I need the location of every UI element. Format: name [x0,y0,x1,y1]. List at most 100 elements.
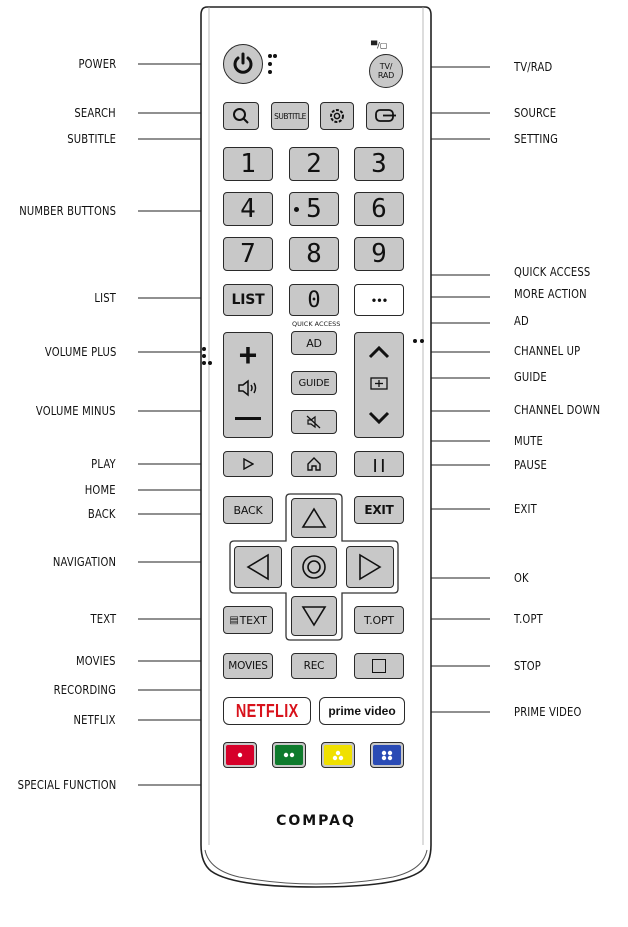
rec-button[interactable]: REC [291,653,337,679]
arrow-up-icon [301,507,327,528]
play-icon [243,458,254,470]
power-icon [233,52,253,74]
channel-down-icon[interactable] [367,411,391,425]
yellow-key-fill [324,745,352,765]
label-prime-video: PRIME VIDEO [514,704,582,719]
channel-up-icon[interactable] [367,345,391,359]
guide-button[interactable]: GUIDE [291,371,337,395]
netflix-logo: NETFLIX [235,700,299,721]
label-back: BACK [88,506,116,521]
arrow-down-icon [301,606,327,627]
ok-button[interactable] [291,546,337,588]
nav-right-button[interactable] [346,546,394,588]
tv-rad-button[interactable]: TV/ RAD [369,54,403,88]
blue-function-button[interactable] [370,742,404,768]
text-button[interactable]: ▤TEXT [223,606,273,634]
label-search: SEARCH [74,105,116,120]
number-button-6[interactable]: 6 [354,192,404,226]
nav-left-button[interactable] [234,546,282,588]
pause-button[interactable]: | | [354,451,404,477]
label-text: TEXT [90,611,116,626]
three-dots-icon [332,750,344,760]
netflix-button[interactable]: NETFLIX [223,697,311,725]
yellow-function-button[interactable] [321,742,355,768]
green-function-button[interactable] [272,742,306,768]
setting-button[interactable] [320,102,354,130]
more-action-button[interactable]: • • • [354,284,404,316]
label-pause: PAUSE [514,457,548,472]
label-netflix: NETFLIX [73,712,116,727]
search-button[interactable] [223,102,259,130]
prime-video-button[interactable]: prime video [319,697,405,725]
search-icon [233,108,249,124]
movies-button[interactable]: MOVIES [223,653,273,679]
label-source: SOURCE [514,105,557,120]
stop-button[interactable] [354,653,404,679]
green-key-fill [275,745,303,765]
label-play: PLAY [91,456,116,471]
ad-button[interactable]: AD [291,331,337,355]
tactile-dot [294,207,299,212]
number-button-8[interactable]: 8 [289,237,339,271]
number-button-7[interactable]: 7 [223,237,273,271]
label-power: POWER [78,56,116,71]
number-button-0[interactable]: 0 [289,284,339,316]
volume-dots [202,347,212,365]
volume-rocker[interactable]: + [223,332,273,438]
teletext-icon: ▤ [229,614,239,626]
label-setting: SETTING [514,131,559,146]
label-list: LIST [94,290,116,305]
back-button[interactable]: BACK [223,496,273,524]
label-movies: MOVIES [76,653,116,668]
label-volume-plus: VOLUME PLUS [44,344,116,359]
blue-key-fill [373,745,401,765]
quick-access-caption: QUICK ACCESS [292,320,341,328]
label-more-action: MORE ACTION [514,286,587,301]
label-number-buttons: NUMBER BUTTONS [19,203,116,218]
label-recording: RECORDING [53,682,116,697]
arrow-right-icon [359,553,382,581]
brand-logo: COMPAQ [276,813,356,829]
power-button[interactable] [223,44,263,84]
source-icon [375,109,396,122]
channel-dots [413,339,424,343]
one-dot-icon [237,752,243,758]
home-button[interactable] [291,451,337,477]
mute-button[interactable] [291,410,337,434]
label-home: HOME [85,482,116,497]
label-volume-minus: VOLUME MINUS [36,403,116,418]
arrow-left-icon [246,553,269,581]
play-button[interactable] [223,451,273,477]
label-special-function: SPECIAL FUNCTION [17,777,116,792]
exit-button[interactable]: EXIT [354,496,404,524]
label-channel-down: CHANNEL DOWN [514,402,601,417]
label-subtitle: SUBTITLE [67,131,116,146]
number-button-2[interactable]: 2 [289,147,339,181]
volume-minus-icon[interactable] [235,417,261,420]
ok-icon [302,555,326,579]
source-button[interactable] [366,102,404,130]
number-button-1[interactable]: 1 [223,147,273,181]
number-button-4[interactable]: 4 [223,192,273,226]
volume-plus-icon[interactable]: + [238,337,258,373]
stop-icon [372,659,386,673]
channel-list-icon [370,377,388,390]
two-dots-icon [283,752,295,758]
red-function-button[interactable] [223,742,257,768]
subtitle-button[interactable]: SUBTITLE [271,102,309,130]
list-button[interactable]: LIST [223,284,273,316]
label-guide: GUIDE [514,369,547,384]
label-ad: AD [514,313,529,328]
nav-down-button[interactable] [291,596,337,636]
number-button-3[interactable]: 3 [354,147,404,181]
speaker-icon [238,379,257,397]
t-opt-button[interactable]: T.OPT [354,606,404,634]
label-mute: MUTE [514,433,544,448]
number-button-9[interactable]: 9 [354,237,404,271]
nav-up-button[interactable] [291,498,337,538]
label-quick-access: QUICK ACCESS [514,264,591,279]
label-t-opt: T.OPT [514,611,543,626]
power-indicator-dots [268,54,277,74]
label-stop: STOP [514,658,541,673]
channel-rocker[interactable] [354,332,404,438]
